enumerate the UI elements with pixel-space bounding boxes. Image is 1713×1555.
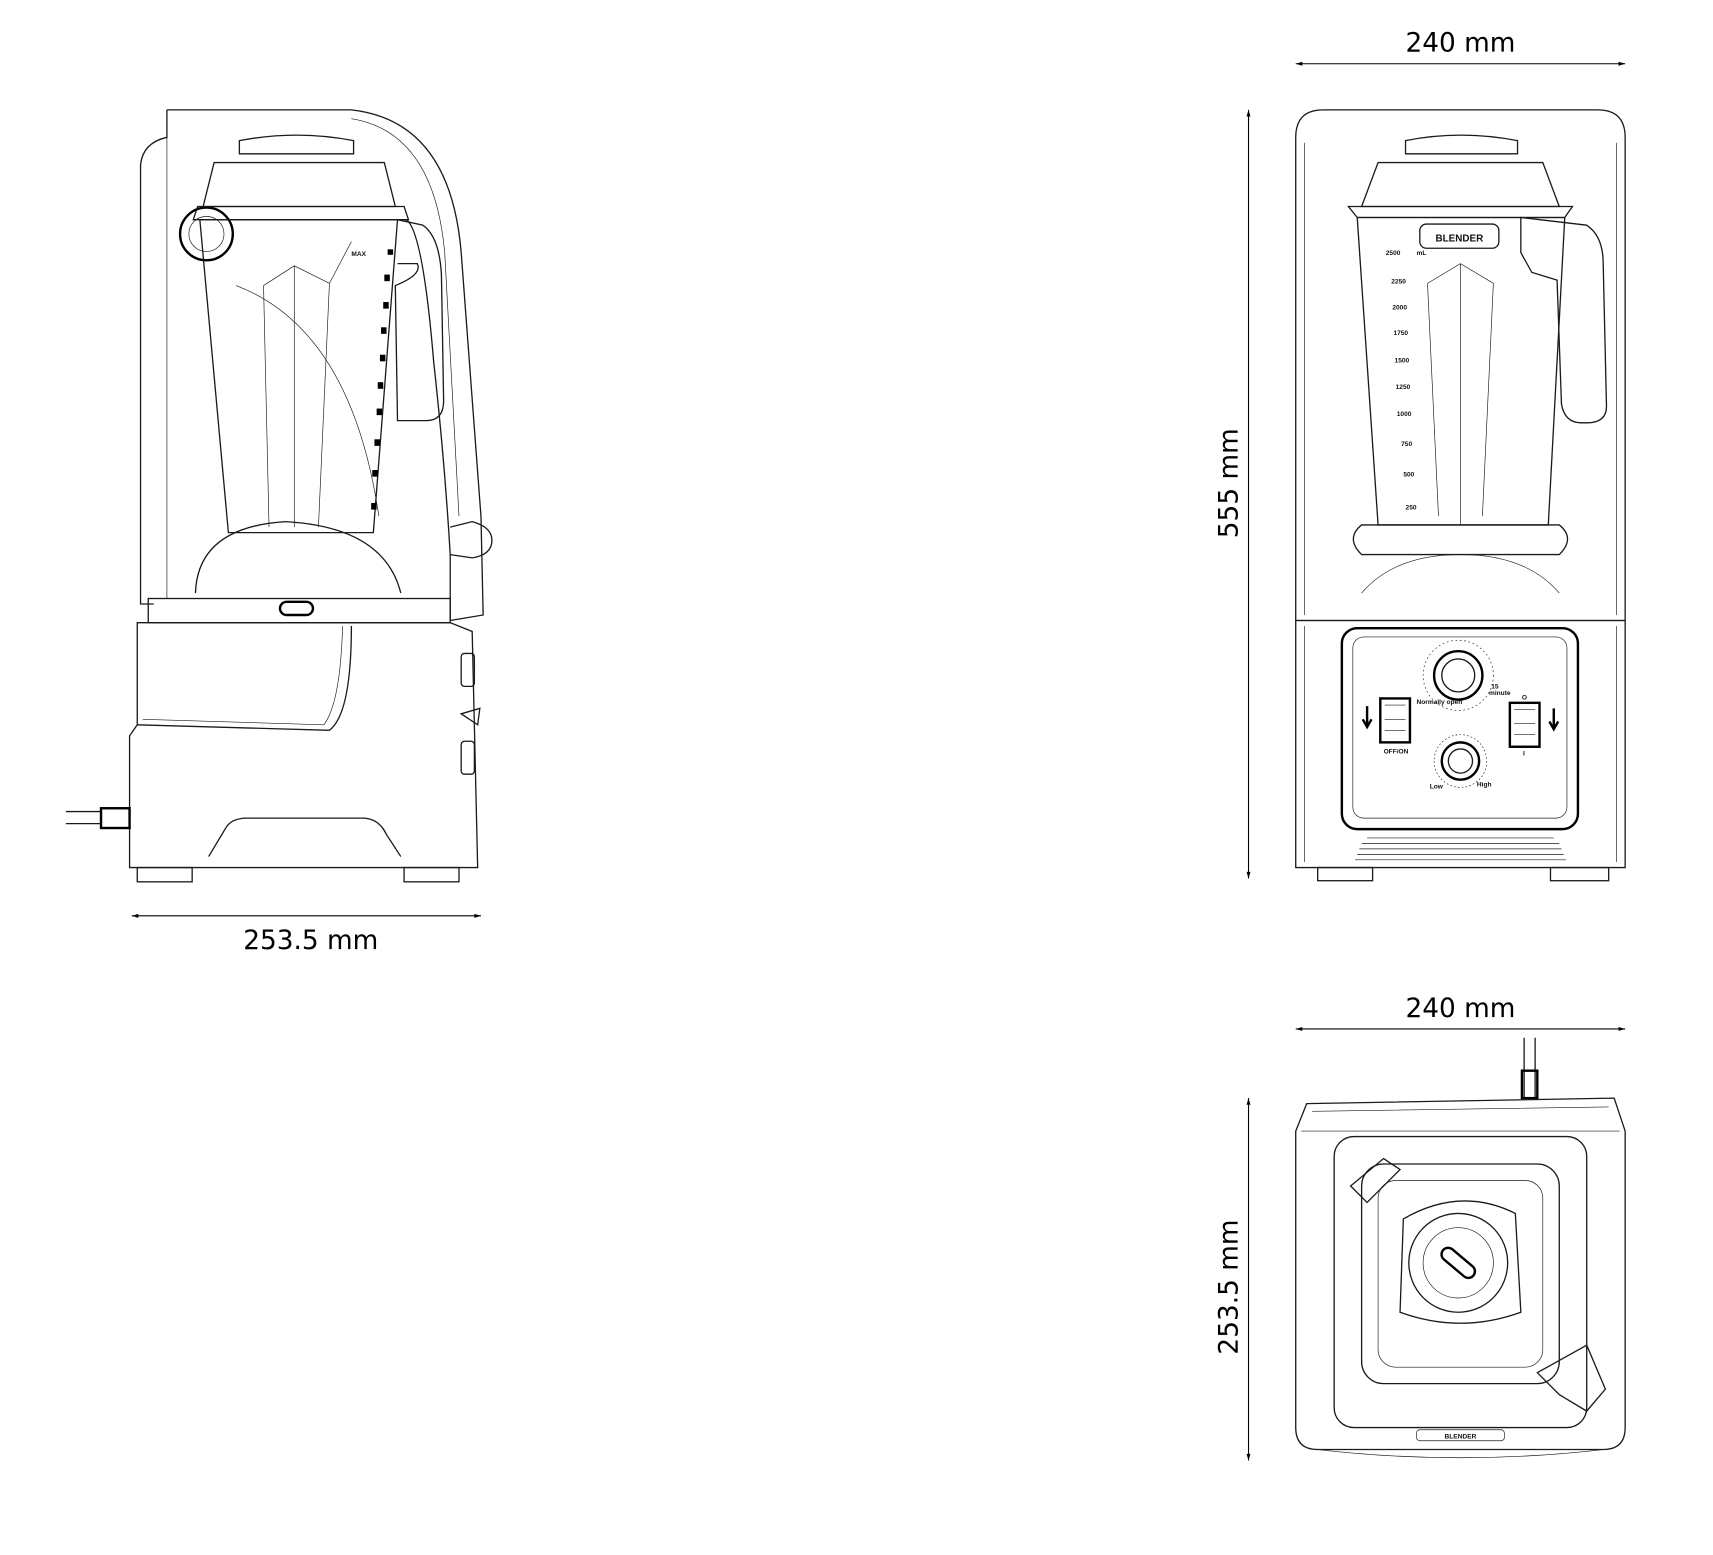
top-view: BLENDER xyxy=(1295,1037,1626,1459)
svg-text:mL: mL xyxy=(1417,250,1427,257)
pulse-switch-bottom: I xyxy=(1523,751,1525,758)
svg-text:250: 250 xyxy=(1406,505,1417,512)
svg-text:1500: 1500 xyxy=(1395,357,1410,364)
side-view: MAX xyxy=(65,109,493,883)
front-width-dimension: 240 mm xyxy=(1295,29,1626,66)
svg-text:2250: 2250 xyxy=(1391,278,1406,285)
svg-text:253.5 mm: 253.5 mm xyxy=(243,926,378,956)
svg-text:2500: 2500 xyxy=(1386,250,1401,257)
speed-knob[interactable] xyxy=(1433,734,1488,788)
timer-knob[interactable] xyxy=(1422,639,1494,711)
svg-text:240 mm: 240 mm xyxy=(1405,29,1515,59)
svg-text:1750: 1750 xyxy=(1393,330,1408,337)
side-graduation-marks xyxy=(371,249,394,510)
top-width-dimension: 240 mm xyxy=(1295,994,1626,1031)
svg-text:555 mm: 555 mm xyxy=(1215,428,1245,538)
front-height-dimension: 555 mm xyxy=(1215,109,1251,879)
jug-brand: BLENDER xyxy=(1435,234,1483,245)
timer-unit: minute xyxy=(1489,690,1511,697)
svg-text:1250: 1250 xyxy=(1396,384,1411,391)
power-switch-label: OFF/ON xyxy=(1384,748,1409,755)
power-switch[interactable] xyxy=(1379,697,1412,744)
timer-max: 15 xyxy=(1491,684,1499,691)
svg-text:750: 750 xyxy=(1401,441,1412,448)
timer-label: Normally open xyxy=(1417,699,1463,706)
top-view-brand: BLENDER xyxy=(1445,1434,1477,1441)
front-view: BLENDER 2500 mL 2250 2000 1750 1500 1250… xyxy=(1295,109,1626,882)
down-arrow-icon xyxy=(1548,708,1560,732)
svg-text:240 mm: 240 mm xyxy=(1405,994,1515,1024)
speed-high: High xyxy=(1477,781,1492,788)
svg-text:500: 500 xyxy=(1403,472,1414,479)
pulse-switch-top: O xyxy=(1522,695,1527,702)
control-panel: Normally open 15 minute OFF/ON O I Low H… xyxy=(1340,626,1580,831)
svg-text:2000: 2000 xyxy=(1392,305,1407,312)
jug-max-label: MAX xyxy=(351,251,366,258)
jug-graduations: 2500 mL 2250 2000 1750 1500 1250 1000 75… xyxy=(1386,250,1427,512)
speed-low: Low xyxy=(1430,783,1444,790)
down-arrow-icon xyxy=(1361,706,1373,730)
svg-text:1000: 1000 xyxy=(1397,411,1412,418)
side-depth-dimension: 253.5 mm xyxy=(131,913,481,956)
svg-text:253.5 mm: 253.5 mm xyxy=(1215,1219,1245,1354)
top-depth-dimension: 253.5 mm xyxy=(1215,1098,1251,1461)
pulse-switch[interactable] xyxy=(1508,701,1541,748)
